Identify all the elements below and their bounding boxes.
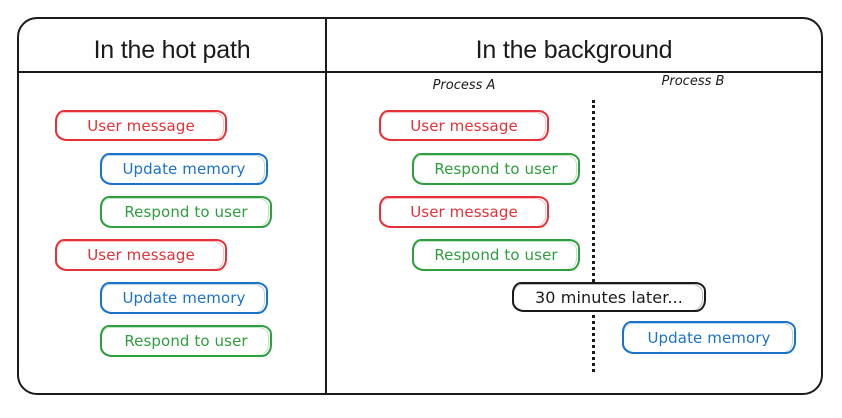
node-box: Update memory <box>100 282 268 314</box>
node-box: User message <box>55 239 227 271</box>
node-box: User message <box>379 196 549 228</box>
node-box: User message <box>55 110 227 141</box>
process-a-label: Process A <box>432 78 496 93</box>
header-divider-line <box>17 71 823 73</box>
node-box: Update memory <box>622 321 796 354</box>
node-box: Update memory <box>100 153 268 185</box>
panel-title-hot-path: In the hot path <box>93 36 251 64</box>
process-separator-dotted-line <box>592 100 595 372</box>
node-box: Respond to user <box>100 325 272 357</box>
process-b-label: Process B <box>661 74 725 89</box>
panel-title-background: In the background <box>475 36 673 64</box>
column-divider-line <box>325 19 327 393</box>
node-box: Respond to user <box>412 239 580 271</box>
node-box: Respond to user <box>412 153 580 185</box>
node-box: Respond to user <box>100 196 272 228</box>
node-box: User message <box>379 110 549 141</box>
note-30-minutes-later: 30 minutes later... <box>512 282 706 312</box>
